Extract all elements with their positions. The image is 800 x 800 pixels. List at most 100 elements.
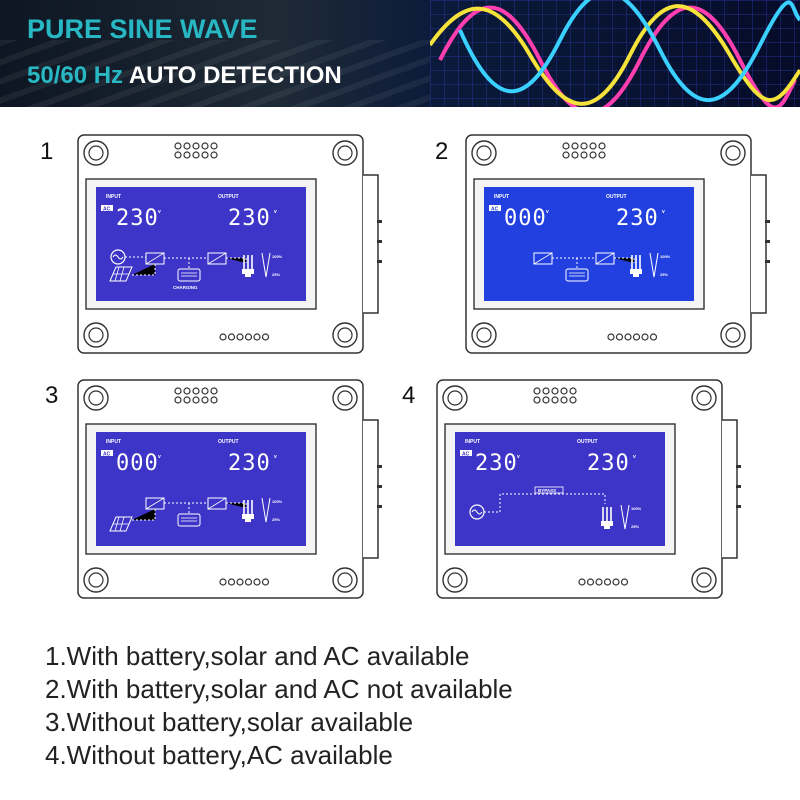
output-unit: v	[274, 454, 277, 460]
button-dot	[227, 578, 236, 586]
side-bracket	[363, 419, 379, 559]
load-25-label: 25%	[660, 272, 668, 277]
ac-badge	[101, 450, 113, 456]
screw-inner	[337, 572, 353, 588]
lcd-background	[484, 187, 694, 301]
input-voltage: 230	[116, 206, 159, 231]
input-unit: v	[158, 454, 161, 460]
led-dot	[580, 151, 588, 159]
output-label: OUTPUT	[577, 439, 598, 445]
charger-diag	[145, 252, 165, 265]
inverter-diag	[595, 252, 615, 265]
led-dot	[192, 387, 200, 395]
button-dot	[227, 333, 236, 341]
input-unit: v	[517, 454, 520, 460]
screw-inner	[725, 145, 741, 161]
inverter-diag	[207, 497, 227, 510]
output-unit: v	[633, 454, 636, 460]
side-bracket	[363, 174, 379, 314]
ac-badge-text: AC	[491, 207, 499, 213]
side-pin	[377, 485, 382, 488]
output-voltage: 230	[587, 451, 630, 476]
unit-number-1: 1	[40, 138, 54, 165]
caption-2: 2.With battery,solar and AC not availabl…	[45, 674, 513, 704]
input-unit: v	[546, 209, 549, 215]
bulb-cap	[633, 274, 639, 277]
input-label: INPUT	[106, 439, 121, 445]
led-dot	[210, 151, 218, 159]
unit-number-2: 2	[435, 138, 449, 165]
bulb-cap	[245, 274, 251, 277]
lcd-background	[96, 432, 306, 546]
wave-cyan	[458, 0, 800, 102]
led-dot	[174, 396, 182, 404]
button-dot	[261, 333, 270, 341]
led-dot	[201, 396, 209, 404]
button-dot	[632, 333, 641, 341]
screw-inner	[88, 145, 104, 161]
screw-inner	[88, 572, 104, 588]
unit-number-3: 3	[45, 382, 59, 409]
solar-panel-icon	[109, 516, 133, 532]
button-dot	[624, 333, 632, 341]
banner-auto-detection: AUTO DETECTION	[128, 62, 342, 89]
banner-frequency: 50/60 Hz	[27, 62, 124, 89]
ac-wave-icon	[471, 509, 483, 515]
button-dot	[219, 333, 227, 341]
screw-inner	[476, 327, 492, 343]
screw-inner	[337, 390, 353, 406]
load-100-label: 100%	[660, 254, 671, 259]
side-pin	[736, 505, 741, 508]
load-25-label: 25%	[272, 517, 280, 522]
solar-panel-outline	[109, 516, 133, 532]
led-dot	[533, 387, 541, 395]
battery-bars	[181, 272, 197, 277]
button-dot	[236, 333, 244, 341]
ac-badge-text: AC	[462, 452, 470, 458]
led-dot	[210, 142, 218, 150]
output-line	[226, 502, 247, 508]
battery-bars	[569, 272, 585, 277]
input-voltage: 000	[116, 451, 159, 476]
output-voltage: 230	[228, 206, 271, 231]
led-dot	[560, 396, 568, 404]
solar-line	[132, 509, 156, 521]
ac-badge	[489, 205, 501, 211]
output-label: OUTPUT	[218, 439, 239, 445]
side-pin	[765, 260, 770, 263]
load-gauge-icon	[649, 252, 659, 278]
caption-4: 4.Without battery,AC available	[45, 740, 393, 770]
output-label: OUTPUT	[218, 194, 239, 200]
input-label: INPUT	[106, 194, 121, 200]
side-pin	[377, 240, 382, 243]
header-banner: PURE SINE WAVE 50/60 Hz AUTO DETECTION	[0, 0, 800, 107]
bulb-tubes	[602, 507, 612, 521]
side-pin	[736, 465, 741, 468]
button-dot	[620, 578, 629, 586]
output-unit: v	[662, 209, 665, 215]
bypass-line	[484, 493, 606, 513]
ac-badge	[101, 205, 113, 211]
caption-list: 1.With battery,solar and AC available 2.…	[45, 640, 765, 772]
screw-inner	[337, 145, 353, 161]
button-dot	[595, 578, 603, 586]
unit-number-4: 4	[402, 382, 416, 409]
led-dot	[183, 142, 191, 150]
led-dot	[551, 387, 559, 395]
led-dot	[542, 387, 550, 395]
button-dot	[253, 578, 261, 586]
bulb-base	[242, 269, 254, 274]
battery-icon	[177, 513, 201, 527]
screw-inner	[88, 327, 104, 343]
led-dot	[192, 151, 200, 159]
led-dot	[201, 151, 209, 159]
side-pin	[377, 465, 382, 468]
button-dot	[615, 333, 624, 341]
inverter-diag	[207, 252, 227, 265]
led-dot	[183, 387, 191, 395]
banner-title: PURE SINE WAVE	[27, 14, 258, 44]
